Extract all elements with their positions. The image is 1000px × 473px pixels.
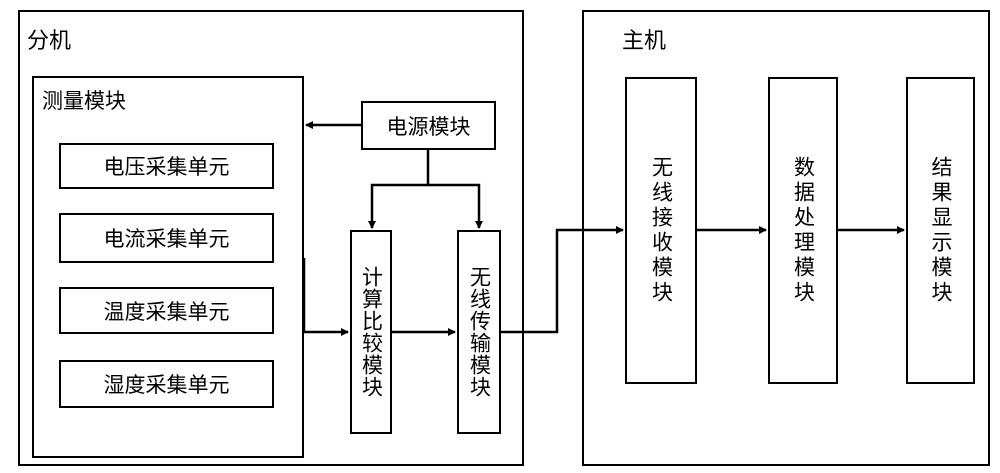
measurement-module-title: 测量模块	[42, 89, 126, 113]
compute-compare-module: 计算比较模块	[350, 230, 392, 434]
wireless-transmit-module: 无线传输模块	[457, 230, 501, 434]
host-title: 主机	[622, 29, 667, 54]
data-processing-module: 数据处理模块	[768, 77, 838, 384]
current-acquisition-unit: 电流采集单元	[59, 213, 274, 263]
power-module: 电源模块	[361, 101, 496, 150]
wireless-receive-module: 无线接收模块	[625, 77, 697, 384]
voltage-acquisition-unit: 电压采集单元	[59, 143, 274, 189]
temperature-acquisition-unit: 温度采集单元	[59, 287, 274, 334]
humidity-acquisition-unit: 湿度采集单元	[59, 360, 274, 408]
result-display-module: 结果显示模块	[906, 77, 975, 384]
slave-unit-title: 分机	[27, 29, 72, 54]
